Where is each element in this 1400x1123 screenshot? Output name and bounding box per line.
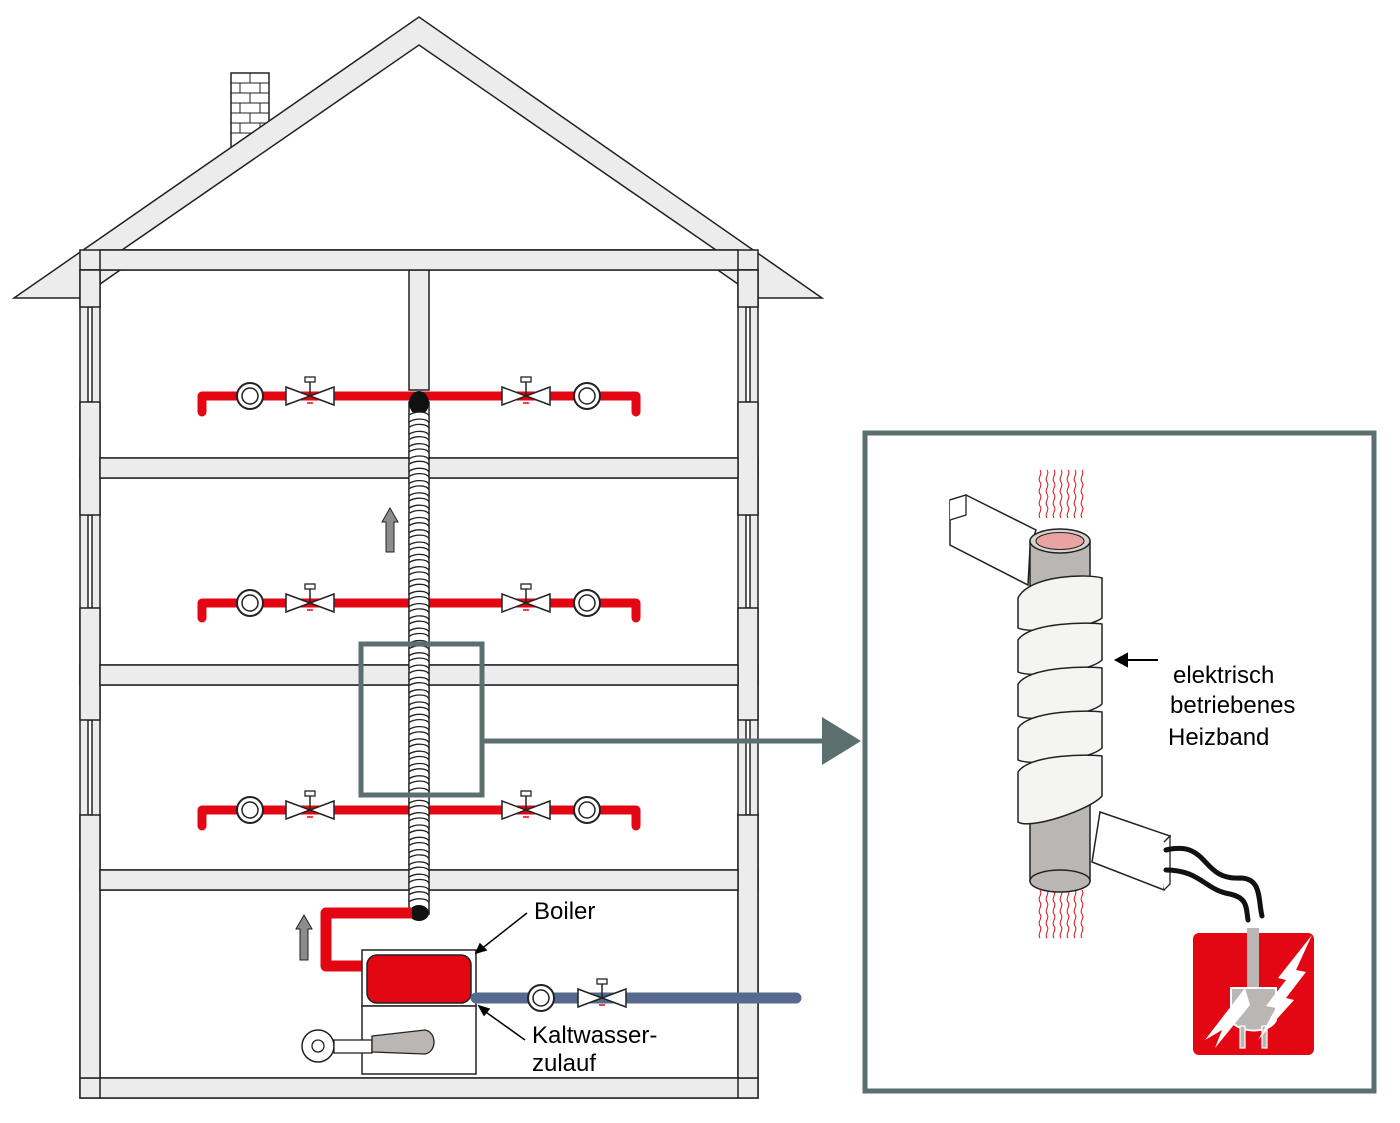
heat-tape-label-line2: betriebenes xyxy=(1170,692,1295,719)
flow-arrow-up-basement xyxy=(295,913,313,961)
burner-fan xyxy=(301,1029,435,1063)
cold-water-label-line2: zulauf xyxy=(532,1050,596,1077)
heat-tape-pointer xyxy=(1113,652,1158,668)
boiler xyxy=(361,949,477,1075)
riser-pipe xyxy=(408,391,430,921)
detail-panel: elektrisch betriebenes Heizband xyxy=(862,430,1377,1094)
partition-wall xyxy=(408,269,430,391)
label-leaders xyxy=(474,912,528,1041)
heat-tape-label-line1: elektrisch xyxy=(1173,662,1274,689)
plug-with-lightning-icon xyxy=(1193,928,1314,1055)
power-cable xyxy=(1163,845,1265,923)
detail-heat-tape xyxy=(1017,575,1103,825)
boiler-hot-line xyxy=(320,907,412,972)
cold-water-label-line1: Kaltwasser- xyxy=(532,1022,657,1049)
boiler-label: Boiler xyxy=(534,898,595,925)
flow-arrow-up xyxy=(381,506,399,553)
cold-water-inlet xyxy=(470,978,802,1012)
zoom-indicator xyxy=(358,641,861,798)
heat-tape-label-line3: Heizband xyxy=(1168,724,1269,751)
